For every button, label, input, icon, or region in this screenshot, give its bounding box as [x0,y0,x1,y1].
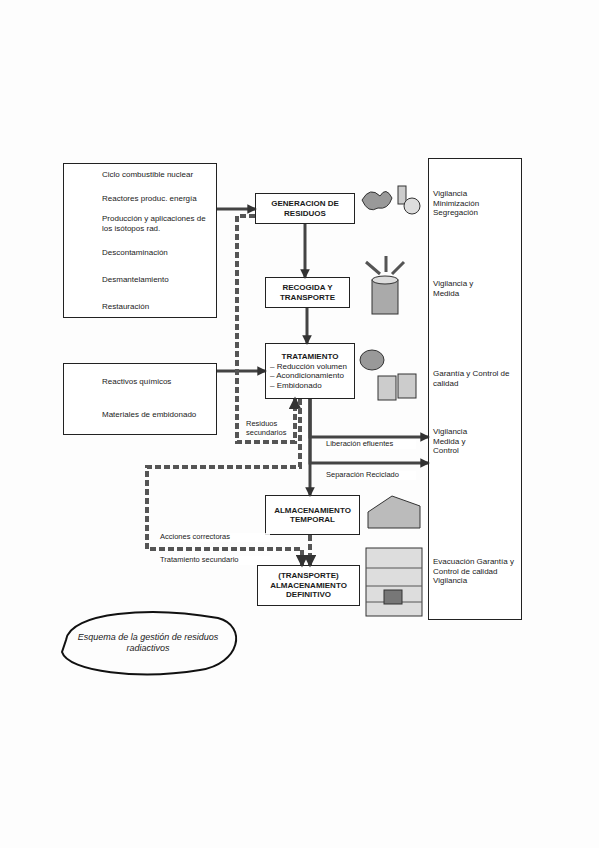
flow-arrow [306,308,309,343]
drum-sketch [398,374,416,398]
flow-arrow [304,224,307,277]
flow-arrow [217,208,255,211]
drum-sketch [378,376,396,400]
edge-label: Separación Reciclado [326,471,416,480]
edge-label: Liberación efluentes [326,440,416,449]
flow-arrow [217,370,265,373]
barrel-arrows [366,256,404,274]
source-list-box: Ciclo combustible nuclearReactores produ… [63,163,217,318]
item-text: Reactivos químicos [102,377,212,387]
caption: Esquema de la gestión de residuos radiac… [68,632,228,654]
flask-sketch [404,198,420,214]
process-box: (TRANSPORTE) ALMACENAMIENTO DEFINITIVO [257,565,360,606]
note-label: Tratamiento secundario [160,556,270,565]
mixer-sketch [360,350,384,370]
item-text: Materiales de embidonado [102,410,212,420]
item-text: Garantía y Control de calidad [433,369,517,388]
edge-label: Residuos secundarios [246,420,290,437]
item-text: Evacuación Garantía y Control de calidad… [433,557,519,586]
process-box: ALMACENAMIENTO TEMPORAL [265,495,360,535]
barrel-sketch [372,276,398,284]
box-title: TRATAMIENTO [270,352,350,362]
illustration [360,186,422,616]
box-title: ALMACENAMIENTO TEMPORAL [270,506,355,525]
box-item: – Reducción volumen [270,362,350,372]
box-title: (TRANSPORTE) ALMACENAMIENTO DEFINITIVO [262,571,355,600]
flow-arrow [309,399,312,495]
item-text: Restauración [102,302,212,312]
caption-ellipse [62,612,236,674]
process-box: TRATAMIENTO– Reducción volumen– Acondici… [265,343,355,399]
process-box: RECOGIDA Y TRANSPORTE [265,277,350,308]
bottle-sketch [398,186,406,204]
dashed-flow-arrow [237,216,295,442]
repository-vault [384,590,402,604]
dashed-flow-arrow [308,535,312,565]
item-text: Vigilancia Minimización Segregación [433,189,503,218]
waste-sketch [362,191,392,209]
repository-sketch [366,548,422,616]
item-text: Desmantelamiento [102,275,212,285]
item-text: Ciclo combustible nuclear [102,170,212,180]
box-title: GENERACION DE RESIDUOS [260,199,350,218]
flow-arrow [310,399,428,437]
item-text: Vigilancia Medida y Control [433,427,493,456]
box-item: – Acondicionamiento [270,371,350,381]
control-column-box: Vigilancia Minimización SegregaciónVigil… [428,158,522,620]
item-text: Descontaminación [102,248,212,258]
barrel-sketch [372,280,398,314]
flow-arrow [310,399,428,463]
dashed-flow-arrow [147,399,302,565]
process-box: GENERACION DE RESIDUOS [255,193,355,224]
input-list-box: Reactivos químicosMateriales de embidona… [63,363,217,435]
warehouse-sketch [368,496,420,528]
item-text: Reactores produc. energía [102,194,212,204]
item-text: Vigilancia y Medida [433,279,495,298]
edge-label: Acciones correctoras [160,533,270,542]
box-title: RECOGIDA Y TRANSPORTE [270,283,345,302]
box-item: – Embidonado [270,381,350,391]
item-text: Producción y aplicaciones de los isótopo… [102,214,208,233]
